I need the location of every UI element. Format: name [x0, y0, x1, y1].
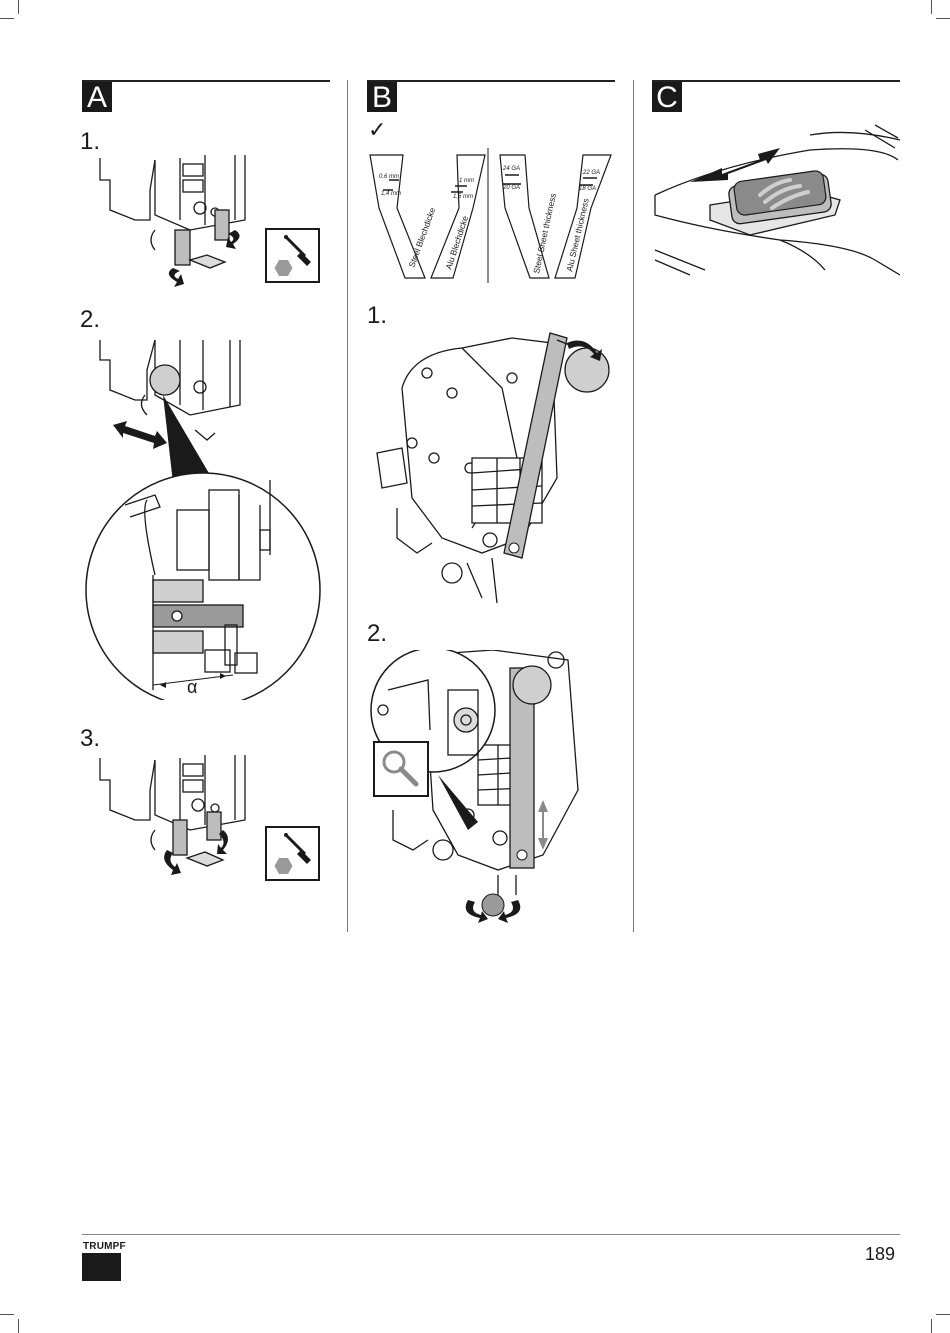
- step-1-label: 1.: [367, 302, 388, 329]
- gauge-1-bottom-mark: 1,4 mm: [381, 191, 401, 197]
- column-divider: [633, 80, 634, 932]
- page-number: 189: [865, 1244, 896, 1264]
- section-b-rule: [367, 80, 615, 82]
- column-divider: [347, 80, 348, 932]
- angle-alpha-label: α: [187, 677, 197, 697]
- crop-mark: [931, 1319, 932, 1333]
- gauge-3-top-mark: 24 GA: [502, 166, 520, 172]
- step-2-label: 2.: [367, 620, 388, 647]
- gauge-1-label: Steel Blechdicke: [406, 206, 437, 269]
- crop-mark: [0, 1314, 14, 1315]
- illustration-a3-tighten-screws: [99, 755, 246, 875]
- thickness-gauges: 0,6 mm 1,4 mm 1 mm 1,5 mm 24 GA 20 GA 22…: [369, 148, 612, 283]
- illustration-a2-adjust-angle: α: [85, 339, 321, 700]
- step-3-label: 3.: [80, 725, 101, 752]
- illustration-c-slide-switch: [654, 124, 900, 276]
- brand-logo-text: TRUMPF: [83, 1241, 126, 1252]
- crop-mark: [931, 0, 932, 14]
- gauge-2-top-mark: 1 mm: [459, 178, 474, 184]
- illustration-a1-loosen-screws: [99, 155, 246, 287]
- section-c-rule: [652, 80, 900, 82]
- gauge-1-top-mark: 0,6 mm: [379, 174, 399, 180]
- crop-mark: [18, 0, 19, 14]
- illustration-b1-lever: [376, 332, 610, 604]
- gauge-3-bottom-mark: 20 GA: [502, 185, 520, 191]
- section-c-label: C: [652, 82, 682, 113]
- gauge-4-bottom-mark: 18 GA: [579, 186, 596, 192]
- step-2-label: 2.: [80, 306, 101, 333]
- crop-mark: [18, 1319, 19, 1333]
- gauge-4-top-mark: 22 GA: [582, 170, 600, 176]
- check-mark: ✓: [368, 118, 387, 143]
- brand-logo: [82, 1253, 121, 1281]
- footer-rule: [82, 1234, 900, 1235]
- crop-mark: [936, 1314, 950, 1315]
- section-b-label: B: [367, 82, 397, 113]
- crop-mark: [0, 18, 14, 19]
- screwdriver-hex-icon: [265, 228, 320, 283]
- step-1-label: 1.: [80, 128, 101, 155]
- screwdriver-hex-icon: [265, 826, 320, 881]
- section-a-rule: [82, 80, 330, 82]
- illustration-b2-fine-adjust: [370, 650, 579, 923]
- crop-mark: [936, 18, 950, 19]
- section-a-label: A: [82, 82, 112, 113]
- gauge-2-bottom-mark: 1,5 mm: [453, 194, 473, 200]
